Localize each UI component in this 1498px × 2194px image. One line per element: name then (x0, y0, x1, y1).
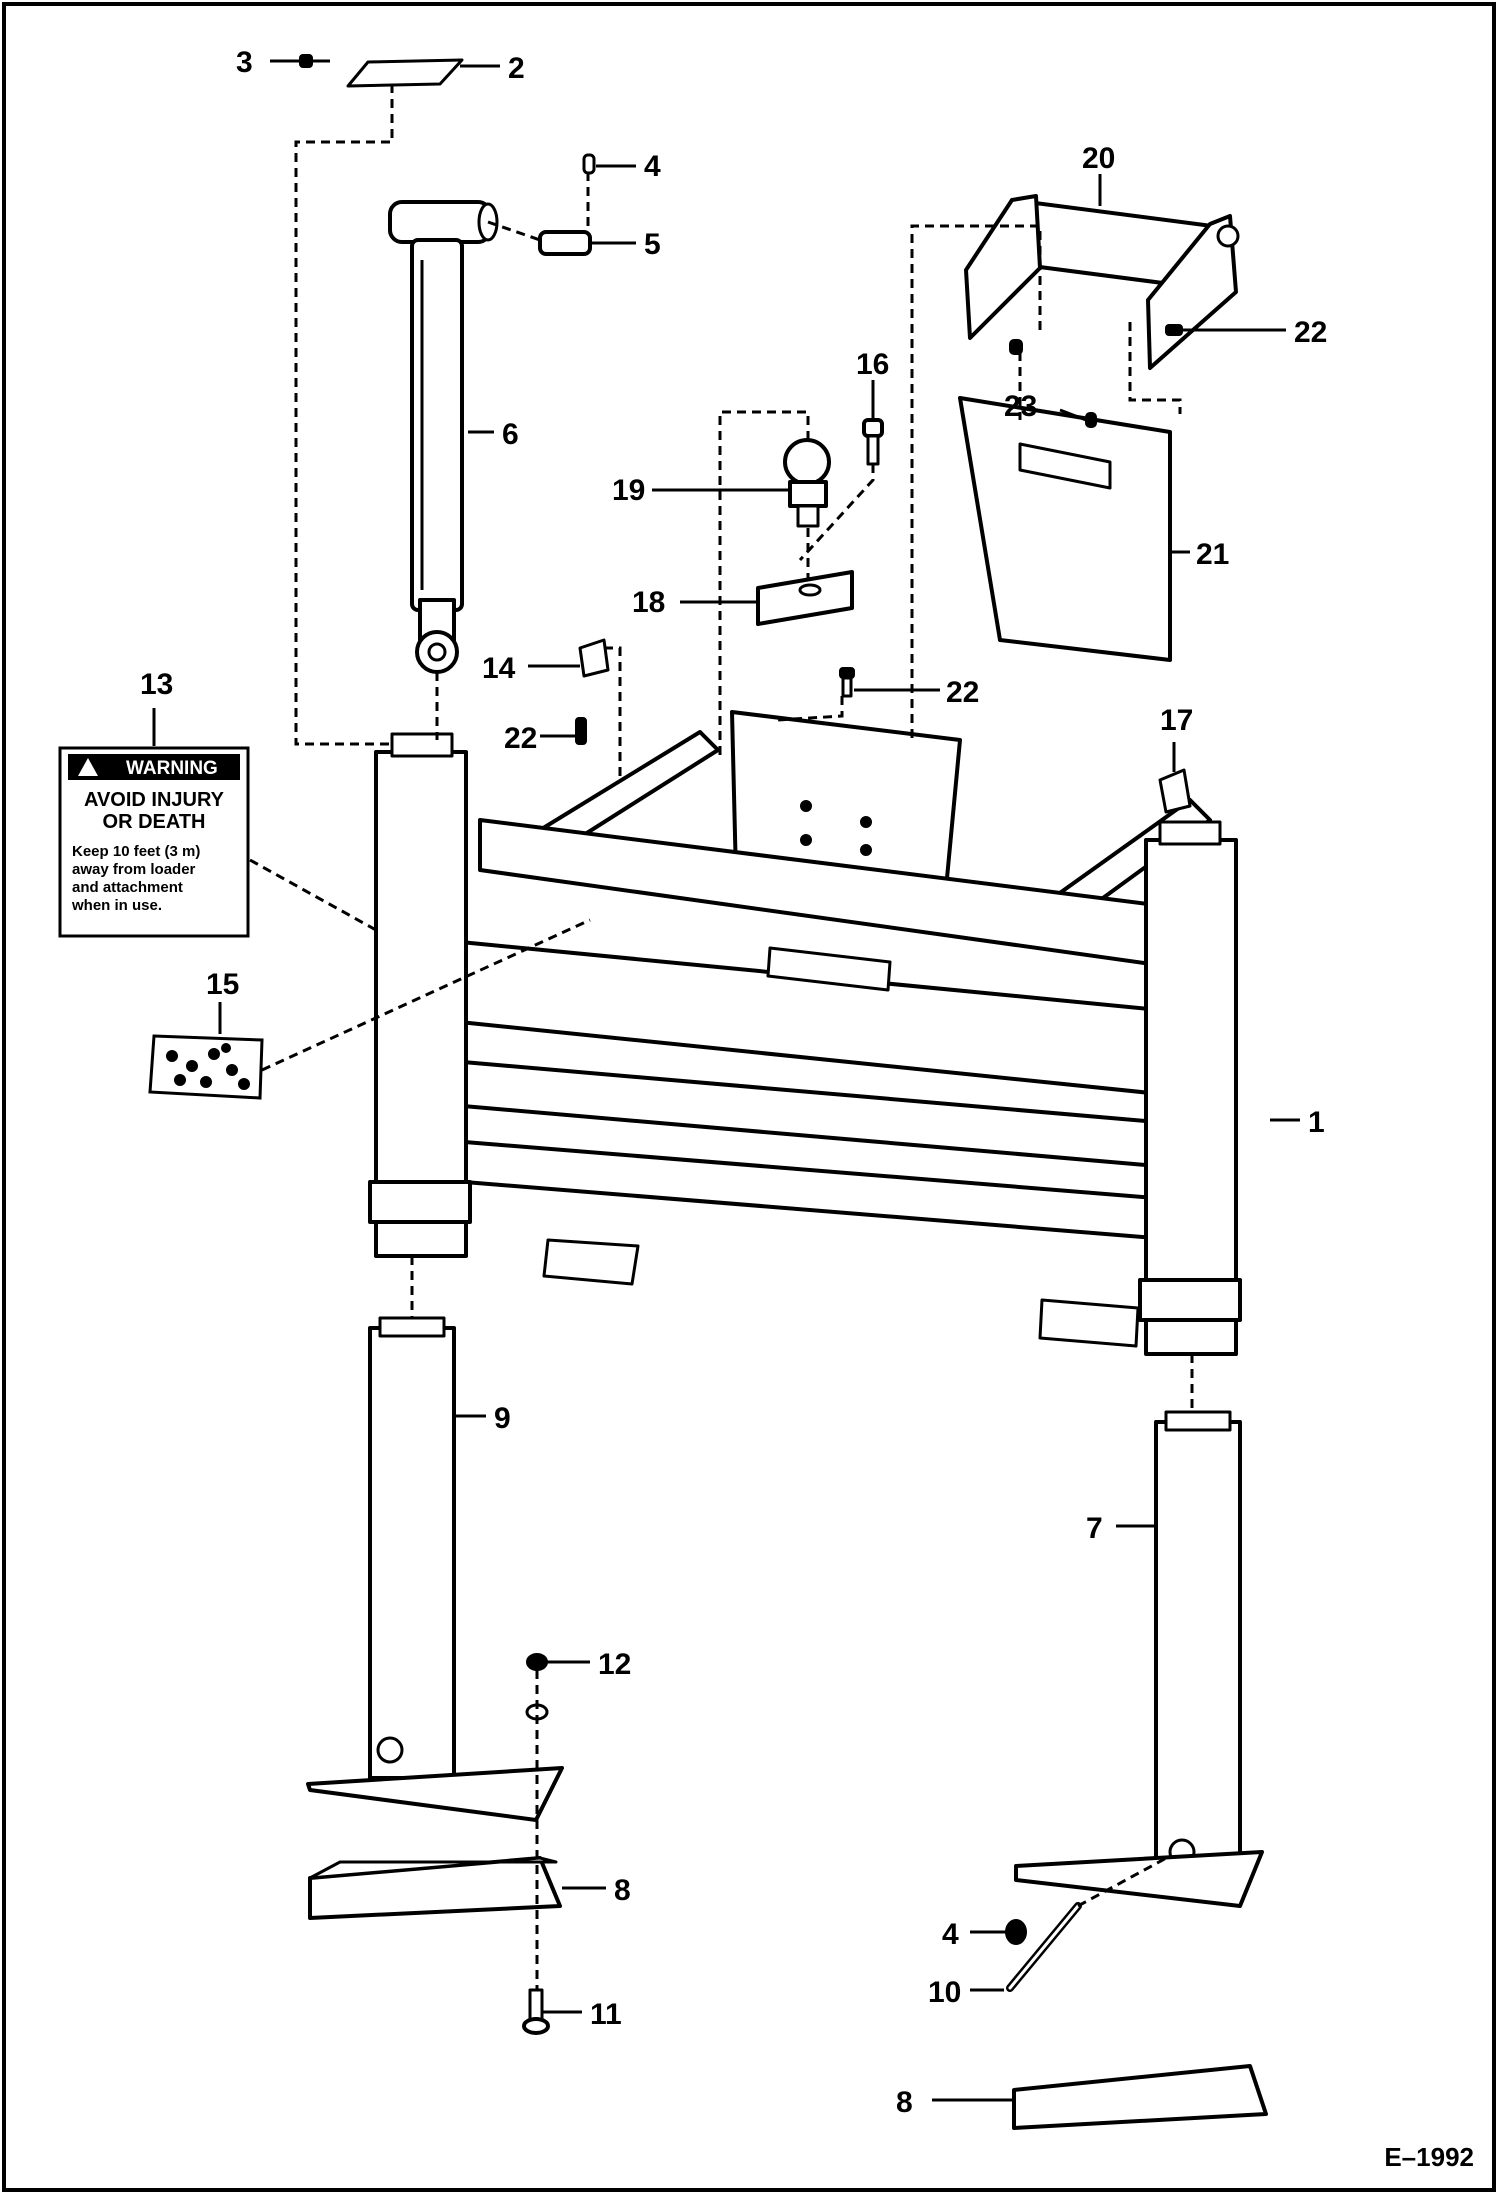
decal-line-2: OR DEATH (103, 811, 206, 833)
part-21-guard (958, 396, 1172, 662)
callout-21: 21 (1196, 538, 1229, 571)
callout-22-center: 22 (946, 676, 979, 709)
part-14-bracket-clip (578, 638, 610, 678)
part-5-pin (538, 230, 592, 256)
decal-body-4: when in use. (71, 897, 162, 914)
callout-20: 20 (1082, 142, 1115, 175)
callout-7: 7 (1086, 1512, 1103, 1545)
part-1-main-frame (368, 710, 1242, 1356)
callout-22-left: 22 (504, 722, 537, 755)
part-13-warning-decal: WARNING AVOID INJURY OR DEATH Keep 10 fe… (58, 746, 250, 938)
part-6-jack-cylinder (388, 200, 499, 674)
callout-17: 17 (1160, 704, 1193, 737)
part-23-washer (1009, 339, 1097, 428)
callout-16: 16 (856, 348, 889, 381)
part-19-hitch-ball (783, 438, 831, 528)
callout-5: 5 (644, 228, 661, 261)
assembly-lines (249, 84, 1194, 1990)
callout-18: 18 (632, 586, 665, 619)
callout-14: 14 (482, 652, 516, 685)
callout-22-upper: 22 (1294, 316, 1327, 349)
callout-2: 2 (508, 52, 525, 85)
leader-lines (152, 59, 1300, 2102)
part-4-lower-clip (1005, 1919, 1027, 1945)
part-22-bolt-left (575, 717, 587, 745)
callout-10: 10 (928, 1976, 961, 2009)
callout-4-lower: 4 (942, 1918, 959, 1951)
part-16-bolt (862, 418, 884, 466)
part-3-screw (299, 54, 330, 68)
callout-12: 12 (598, 1648, 631, 1681)
callout-9: 9 (494, 1402, 511, 1435)
reference-code: E–1992 (1384, 2142, 1474, 2172)
part-8-right-base-plate (1012, 2064, 1268, 2130)
callout-13: 13 (140, 668, 173, 701)
decal-body-2: away from loader (72, 861, 196, 878)
part-11-bolt (522, 1988, 550, 2035)
part-15-reflector-decal (148, 1034, 264, 1100)
callout-labels: 3 2 4 5 6 20 22 16 23 19 21 18 13 14 22 … (140, 46, 1327, 2119)
part-20-hitch-mount (964, 194, 1240, 370)
callout-8-right: 8 (896, 2086, 913, 2119)
callout-15: 15 (206, 968, 239, 1001)
part-22-bolt-upper (1165, 324, 1258, 336)
part-8-left-base-plate (308, 1856, 562, 1920)
callout-6: 6 (502, 418, 519, 451)
callout-3: 3 (236, 46, 253, 79)
decal-body-3: and attachment (72, 879, 183, 896)
part-17-bracket-clip (1158, 768, 1192, 814)
callout-1: 1 (1308, 1106, 1325, 1139)
callout-23: 23 (1004, 390, 1037, 423)
decal-line-1: AVOID INJURY (84, 789, 225, 811)
part-9-left-leg (306, 1316, 564, 1822)
decal-body-1: Keep 10 feet (3 m) (72, 843, 200, 860)
part-18-block (756, 570, 854, 626)
decal-header: WARNING (126, 758, 218, 779)
part-7-right-leg (1014, 1410, 1264, 1908)
part-4-pin-clip (582, 153, 596, 175)
callout-4-upper: 4 (644, 150, 661, 183)
callout-11: 11 (590, 1998, 622, 2031)
part-10-lock-pin (1006, 1902, 1082, 1992)
part-2-cap-plate (346, 58, 464, 88)
callout-19: 19 (612, 474, 645, 507)
callout-8-left: 8 (614, 1874, 631, 1907)
part-22-bolt-center (839, 667, 855, 698)
